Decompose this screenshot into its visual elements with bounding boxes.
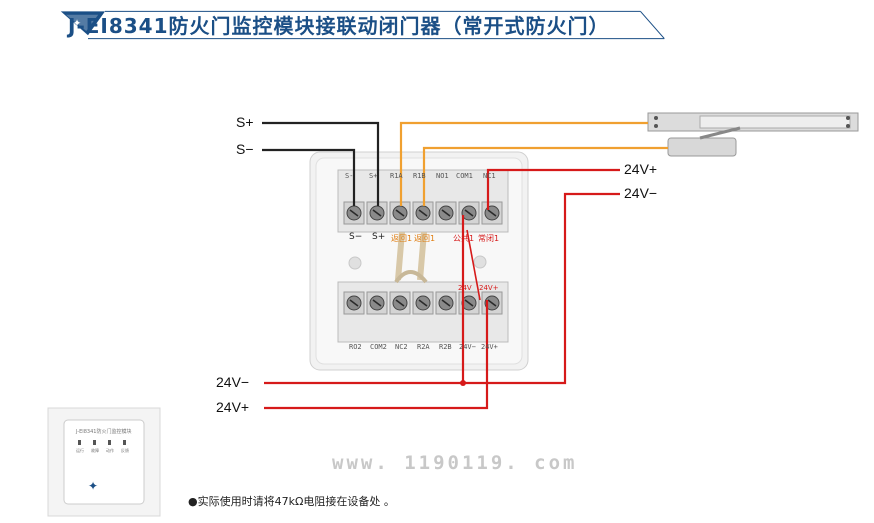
wire-24v-plus-bottom: [264, 300, 489, 410]
thumbnail-logo-icon: ✦: [88, 479, 98, 493]
silk-bottom-4: R2B: [439, 343, 452, 351]
term-label-nc-1: 常闭1: [478, 234, 500, 243]
header-banner: ✦: [60, 10, 665, 40]
usage-note: ●实际使用时请将47kΩ电阻接在设备处 。: [188, 495, 395, 508]
silk-bottom-1: COM2: [370, 343, 387, 351]
silk-top-6: NC1: [483, 172, 496, 180]
thumbnail-led-icon-2: [108, 440, 111, 445]
term-label-24v-plus: 24V+: [479, 284, 499, 292]
label-s-minus: S−: [236, 141, 254, 157]
jumper-wire: [395, 231, 427, 281]
wire-24v-minus-loop: [264, 192, 620, 385]
thumbnail-led-label-0: 运行: [76, 448, 84, 453]
wire-feedback-2: [422, 146, 668, 206]
silk-bottom-2: NC2: [395, 343, 408, 351]
label-24v-minus-bottom: 24V−: [216, 374, 250, 390]
logo-mark-icon: ✦: [73, 19, 82, 30]
silk-top-5: COM1: [456, 172, 473, 180]
door-closer-body: [667, 137, 737, 157]
term-label-s-plus: S+: [372, 232, 386, 242]
silk-top-3: R1B: [413, 172, 426, 180]
thumbnail-caption: J-EI8341防火门监控模块: [76, 429, 132, 435]
term-label-common-1: 公共1: [453, 234, 475, 243]
thumbnail-led-label-3: 反馈: [121, 448, 129, 453]
term-label-24v: 24V: [458, 284, 472, 292]
silk-top-4: NO1: [436, 172, 449, 180]
thumbnail-led-icon-3: [123, 440, 126, 445]
watermark: www. 1190119. com: [332, 452, 578, 474]
term-label-feedback-1a: 返回1: [391, 234, 413, 243]
silk-bottom-0: RO2: [349, 343, 362, 351]
label-s-plus: S+: [236, 114, 254, 130]
thumbnail-led-icon-0: [78, 440, 81, 445]
silk-bottom-5: 24V−: [459, 343, 476, 351]
term-label-feedback-1b: 返回1: [414, 234, 436, 243]
thumbnail-led-icon-1: [93, 440, 96, 445]
label-24v-plus-bottom: 24V+: [216, 399, 250, 415]
page-title: J-EI8341防火门监控模块接联动闭门器（常开式防火门）: [68, 14, 610, 38]
wire-feedback-1: [399, 121, 648, 206]
wire-s-minus: [262, 148, 356, 206]
silk-bottom-3: R2A: [417, 343, 430, 351]
silk-top-0: S-: [345, 172, 354, 180]
term-label-s-minus: S−: [349, 232, 363, 242]
silk-bottom-6: 24V+: [481, 343, 498, 351]
silk-top-1: S+: [369, 172, 378, 180]
wire-24v-plus-top: [486, 168, 620, 210]
label-24v-minus-top: 24V−: [624, 185, 658, 201]
wire-s-plus: [262, 121, 380, 206]
thumbnail-led-label-1: 故障: [91, 448, 99, 453]
thumbnail-led-label-2: 动作: [106, 448, 114, 453]
header-logo-triangle: [60, 11, 105, 36]
silk-top-2: R1A: [390, 172, 403, 180]
label-24v-plus-top: 24V+: [624, 161, 658, 177]
